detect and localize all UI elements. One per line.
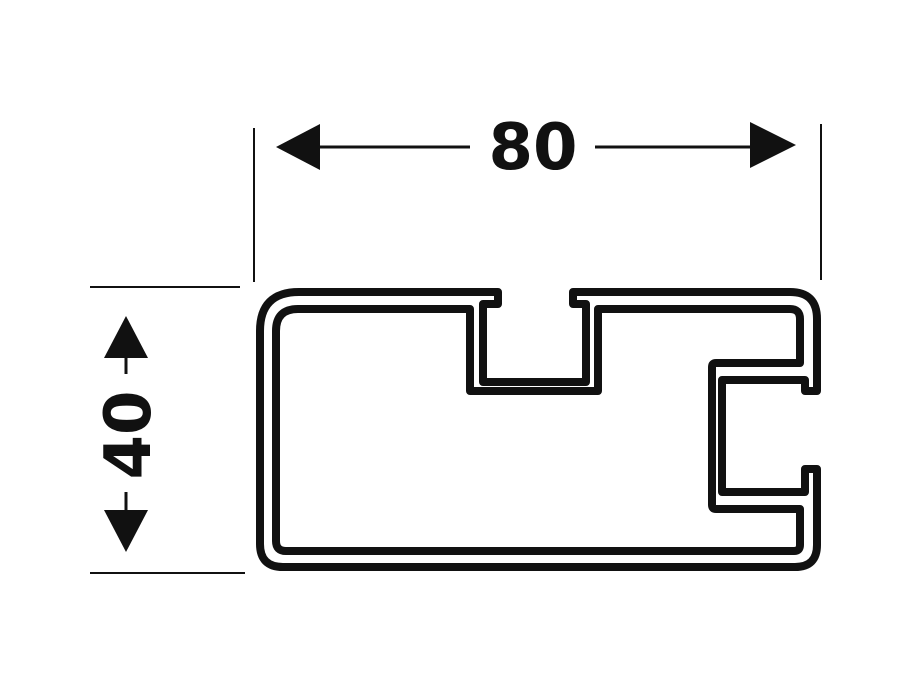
width-arrowhead-right bbox=[750, 122, 796, 168]
height-arrowhead-bottom bbox=[104, 510, 148, 552]
profile-outer-contour bbox=[256, 288, 821, 571]
width-dimension-label: 80 bbox=[488, 111, 577, 185]
height-arrowhead-top bbox=[104, 316, 148, 358]
width-arrowhead-left bbox=[276, 124, 320, 170]
profile-inner-contour bbox=[272, 305, 804, 555]
width-dimension: 80 bbox=[253, 111, 822, 282]
height-dimension: 40 bbox=[90, 286, 245, 574]
profile-cross-section bbox=[256, 288, 821, 571]
height-dimension-label: 40 bbox=[92, 390, 166, 479]
